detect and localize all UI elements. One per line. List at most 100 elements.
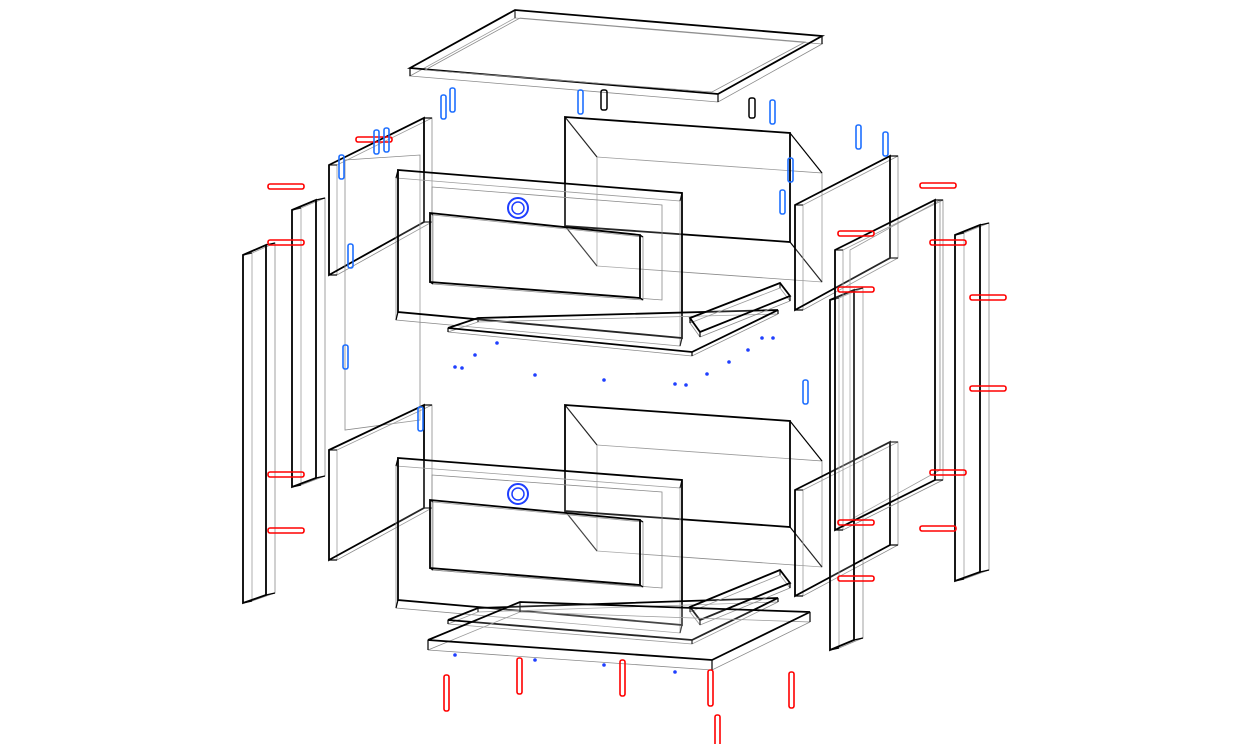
hardware-group <box>267 87 1007 744</box>
screw <box>837 286 875 293</box>
screw-body <box>267 183 305 190</box>
lower-back-panel-front-face <box>564 404 791 528</box>
lower-drawer-rail <box>688 568 792 626</box>
right-lower-side-rail-front-face <box>794 440 891 598</box>
lower-back-panel-edge <box>564 510 598 552</box>
top-panel-front-face <box>406 9 826 95</box>
dowel <box>577 89 584 115</box>
screw-body <box>919 182 957 189</box>
lower-back-panel-edge <box>564 404 598 446</box>
screw <box>929 239 967 246</box>
wood-dowel <box>600 89 608 111</box>
bottom-panel-front-face <box>427 601 811 661</box>
lower-back-panel-edge <box>789 420 823 462</box>
screw <box>707 669 714 707</box>
screw <box>837 230 875 237</box>
upper-drawer-rail <box>688 281 792 338</box>
right-front-leg-edge <box>853 637 864 641</box>
screw-body <box>929 469 967 476</box>
panels-group <box>242 9 990 671</box>
left-upper-side-rail-front-face <box>328 116 425 277</box>
lower-drawer-front-inner-outline <box>431 474 663 589</box>
cam-lock-icon <box>507 197 529 219</box>
hole-marker <box>673 670 677 674</box>
hole-marker <box>533 658 537 662</box>
right-upper-side-rail-front-face <box>794 154 891 312</box>
top-panel <box>406 9 826 103</box>
dowel <box>417 406 424 432</box>
hole-marker <box>746 348 750 352</box>
screw-body <box>837 519 875 526</box>
hole-marker <box>602 663 606 667</box>
left-rear-leg <box>291 197 326 489</box>
screw-body <box>619 659 626 697</box>
screw-body <box>516 657 523 695</box>
upper-drawer-front-inner-outline <box>431 186 663 301</box>
upper-back-panel-front-face <box>564 116 791 243</box>
right-front-leg-edge <box>853 287 864 291</box>
screw <box>929 469 967 476</box>
screw <box>516 657 523 695</box>
dowel <box>787 157 794 183</box>
dowel <box>338 154 345 180</box>
screw-body <box>837 575 875 582</box>
dowel <box>373 129 380 155</box>
hole-marker <box>473 353 477 357</box>
right-rear-leg-front-face <box>954 223 981 583</box>
left-front-leg-edge <box>265 592 276 596</box>
dowel <box>855 124 862 150</box>
hole-marker <box>495 341 499 345</box>
right-lower-side-rail <box>794 440 899 598</box>
hole-marker <box>602 378 606 382</box>
screw <box>919 525 957 532</box>
screw <box>267 239 305 246</box>
lower-drawer-front-edge <box>679 624 683 634</box>
upper-drawer-inner-panel-front-face <box>429 212 641 299</box>
screw <box>788 671 795 709</box>
hole-marker <box>705 372 709 376</box>
upper-back-panel <box>564 116 823 283</box>
hole-marker <box>453 365 457 369</box>
screw <box>267 527 305 534</box>
right-mid-panel-front-face <box>834 198 936 532</box>
screw <box>267 183 305 190</box>
right-rear-leg-edge <box>979 222 990 226</box>
screw <box>969 294 1007 301</box>
dowel <box>769 99 776 125</box>
upper-drawer-front-edge <box>395 311 399 321</box>
screw-body <box>929 239 967 246</box>
dowel <box>882 131 889 157</box>
lower-drawer-inner-panel <box>429 499 644 588</box>
screw-body <box>443 674 450 712</box>
hole-marker <box>760 336 764 340</box>
screw-body <box>714 714 721 744</box>
lower-drawer-inner-panel-front-face <box>429 499 641 586</box>
wood-dowel <box>748 97 756 119</box>
hole-marker <box>727 360 731 364</box>
screw <box>714 714 721 744</box>
screw <box>267 471 305 478</box>
right-front-leg-front-face <box>829 288 855 652</box>
screw <box>837 519 875 526</box>
hole-marker <box>533 373 537 377</box>
left-front-leg-edge <box>265 242 276 246</box>
screw-body <box>707 669 714 707</box>
left-front-leg <box>242 242 276 605</box>
hole-marker <box>460 366 464 370</box>
right-rear-leg-edge <box>979 569 990 573</box>
dowel <box>347 243 354 269</box>
upper-drawer-front-edge <box>679 337 683 347</box>
left-lower-side-rail <box>328 403 433 562</box>
screw-body <box>969 294 1007 301</box>
dowel <box>440 94 447 120</box>
left-rear-leg-edge <box>315 197 326 201</box>
screw-body <box>919 525 957 532</box>
lower-back-panel <box>564 404 823 568</box>
left-upper-side-rail <box>328 116 433 431</box>
upper-drawer-inner-panel <box>429 212 644 301</box>
screw-body <box>837 286 875 293</box>
left-front-leg-front-face <box>242 243 267 605</box>
hole-marker <box>453 653 457 657</box>
hole-marker <box>684 383 688 387</box>
